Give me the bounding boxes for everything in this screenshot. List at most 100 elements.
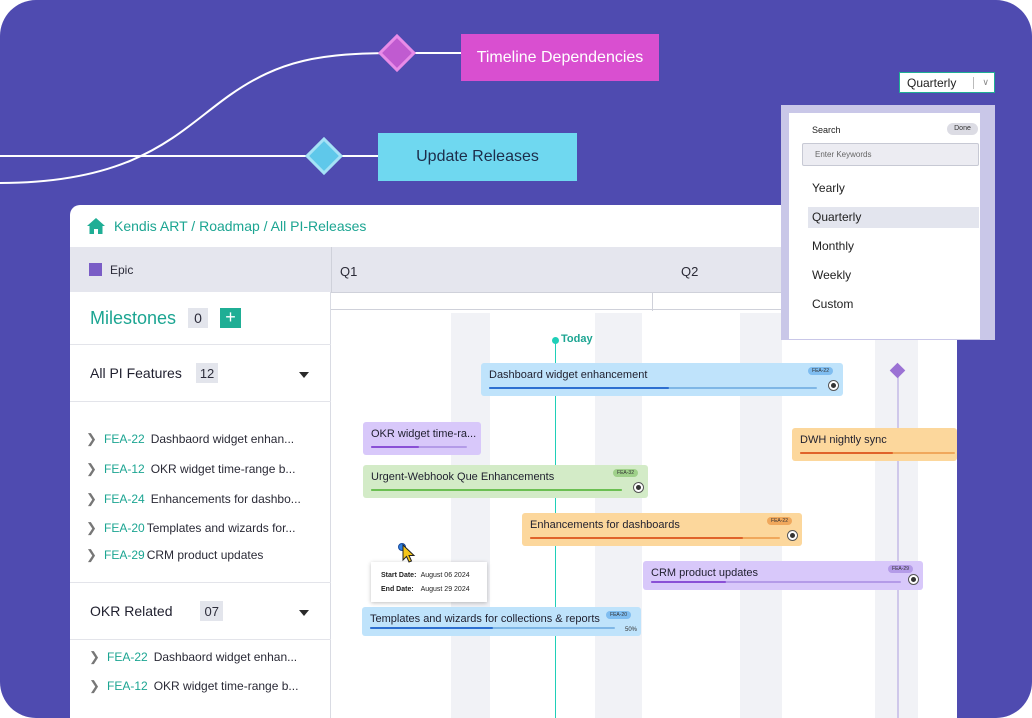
dropdown-option-custom[interactable]: Custom — [812, 297, 854, 311]
milestones-row: Milestones 0 + — [70, 292, 331, 345]
bar-track — [651, 581, 901, 583]
bar-progress — [371, 489, 622, 491]
group-title: OKR Related — [90, 603, 173, 619]
chevron-down-icon[interactable]: ∨ — [982, 77, 989, 87]
feature-item[interactable]: ❯ FEA-12 OKR widget time-range b... — [89, 676, 329, 696]
milestones-title: Milestones — [90, 307, 177, 328]
tooltip-end-value: August 29 2024 — [420, 586, 470, 593]
chevron-right-icon[interactable]: ❯ — [86, 431, 97, 446]
feature-id: FEA-12 — [107, 679, 148, 693]
bar-tag: FEA-29 — [888, 565, 913, 573]
chevron-right-icon[interactable]: ❯ — [86, 547, 97, 562]
feature-id: FEA-29 — [104, 548, 145, 562]
breadcrumb-text[interactable]: Kendis ART / Roadmap / All PI-Releases — [114, 218, 367, 234]
milestones-count: 0 — [188, 308, 209, 328]
feature-id: FEA-22 — [104, 432, 145, 446]
feature-bar[interactable]: Dashboard widget enhancement FEA-22 — [481, 363, 843, 396]
bar-label: Enhancements for dashboards — [530, 519, 680, 531]
chevron-right-icon[interactable]: ❯ — [86, 520, 97, 535]
bar-percent: 50% — [624, 627, 637, 633]
home-icon[interactable] — [86, 217, 106, 235]
avatar[interactable] — [633, 482, 644, 493]
period-select-value: Quarterly — [907, 75, 957, 90]
bar-label: CRM product updates — [651, 567, 758, 579]
bar-label: DWH nightly sync — [800, 434, 887, 446]
bar-progress — [489, 387, 669, 389]
bar-label: Urgent-Webhook Que Enhancements — [371, 471, 555, 483]
group-count: 07 — [200, 601, 223, 621]
chevron-right-icon[interactable]: ❯ — [86, 461, 97, 476]
quarter-label: Q2 — [681, 264, 699, 279]
feature-name: Templates and wizards for... — [146, 521, 296, 535]
dropdown-option-weekly[interactable]: Weekly — [812, 268, 852, 282]
feature-bar[interactable]: DWH nightly sync — [792, 428, 957, 461]
bar-progress — [370, 627, 493, 629]
quarter-label: Q1 — [340, 264, 358, 279]
group-title: All PI Features — [90, 365, 182, 381]
caret-down-icon[interactable] — [299, 610, 309, 616]
add-milestone-button[interactable]: + — [220, 308, 242, 328]
group-all-pi-features[interactable]: All PI Features 12 — [70, 345, 331, 402]
feature-bar[interactable]: Templates and wizards for collections & … — [362, 607, 641, 636]
feature-id: FEA-22 — [107, 650, 148, 664]
caret-down-icon[interactable] — [299, 372, 309, 378]
avatar[interactable] — [908, 574, 919, 585]
release-diamond-icon — [304, 136, 344, 176]
chevron-right-icon[interactable]: ❯ — [86, 491, 97, 506]
update-releases-callout: Update Releases — [378, 133, 577, 181]
dropdown-search-input[interactable]: Enter Keywords — [802, 143, 979, 166]
group-count: 12 — [195, 363, 219, 383]
dropdown-option-yearly[interactable]: Yearly — [812, 181, 845, 195]
group-okr-related[interactable]: OKR Related 07 — [70, 582, 331, 640]
date-tooltip: Start Date: August 06 2024 End Date: Aug… — [371, 562, 487, 602]
feature-bar[interactable]: OKR widget time-ra... — [363, 422, 481, 455]
bar-progress — [800, 452, 893, 454]
bar-tag: FEA-32 — [613, 469, 638, 477]
avatar[interactable] — [828, 380, 839, 391]
feature-name: OKR widget time-range b... — [153, 679, 299, 693]
period-select[interactable]: Quarterly ∨ — [899, 72, 995, 93]
dropdown-done-button[interactable]: Done — [947, 123, 978, 135]
chevron-right-icon[interactable]: ❯ — [89, 678, 100, 693]
bar-progress — [371, 446, 419, 448]
bar-tag: FEA-20 — [606, 611, 631, 619]
feature-name: CRM product updates — [146, 548, 264, 562]
breadcrumb[interactable]: Kendis ART / Roadmap / All PI-Releases — [86, 217, 366, 235]
legend-row: Epic — [70, 247, 331, 292]
bar-tag: FEA-22 — [808, 367, 833, 375]
timeline-dependencies-callout: Timeline Dependencies — [461, 34, 659, 81]
feature-name: Dashbaord widget enhan... — [150, 432, 295, 446]
today-dot-icon — [552, 337, 559, 344]
feature-id: FEA-20 — [104, 521, 145, 535]
feature-bar[interactable]: CRM product updates FEA-29 — [643, 561, 923, 590]
legend-epic-label: Epic — [110, 262, 134, 277]
chevron-right-icon[interactable]: ❯ — [89, 649, 100, 664]
feature-item[interactable]: ❯ FEA-22 Dashbaord widget enhan... — [86, 429, 326, 449]
today-label: Today — [561, 333, 593, 345]
dropdown-search-label: Search — [812, 125, 841, 135]
dropdown-option-quarterly[interactable]: Quarterly — [808, 207, 979, 228]
tooltip-end-label: End Date: — [381, 586, 414, 593]
feature-id: FEA-24 — [104, 492, 145, 506]
cursor-icon — [402, 544, 416, 563]
feature-sidebar: Milestones 0 + All PI Features 12 ❯ FEA-2… — [70, 292, 331, 718]
feature-bar[interactable]: Enhancements for dashboards FEA-22 — [522, 513, 802, 546]
bar-label: OKR widget time-ra... — [371, 428, 477, 440]
bar-tag: FEA-22 — [767, 517, 792, 525]
tooltip-start-value: August 06 2024 — [420, 572, 470, 579]
bar-track — [371, 446, 467, 448]
milestone-line — [897, 375, 899, 718]
feature-id: FEA-12 — [104, 462, 145, 476]
bar-label: Templates and wizards for collections & … — [370, 613, 600, 625]
feature-bar[interactable]: Urgent-Webhook Que Enhancements FEA-32 — [363, 465, 648, 498]
dropdown-option-monthly[interactable]: Monthly — [812, 239, 855, 253]
bar-progress — [530, 537, 743, 539]
avatar[interactable] — [787, 530, 798, 541]
